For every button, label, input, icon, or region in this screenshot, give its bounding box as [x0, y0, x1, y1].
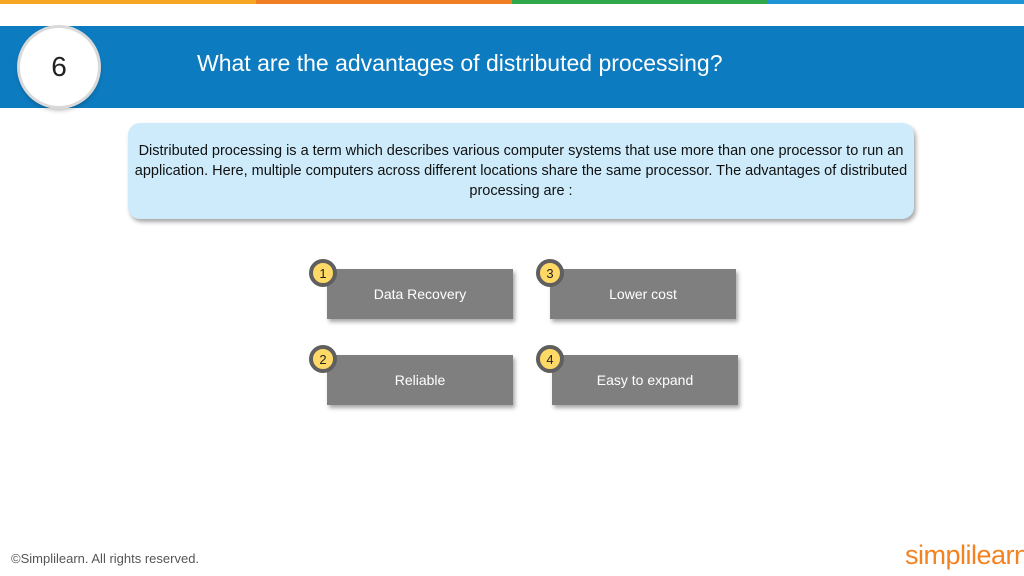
description-text: Distributed processing is a term which d…: [134, 143, 908, 199]
advantage-number-badge: 2: [309, 345, 337, 373]
advantage-card-lower-cost: Lower cost: [550, 269, 736, 319]
advantage-label: Data Recovery: [373, 286, 467, 302]
stripe-orange: [256, 0, 512, 4]
top-color-stripe: [0, 0, 1024, 4]
advantage-card-easy-to-expand: Easy to expand: [552, 355, 738, 405]
advantage-card-data-recovery: Data Recovery: [327, 269, 513, 319]
advantage-label: Lower cost: [609, 286, 677, 302]
logo-text: simplilearn: [905, 540, 1024, 570]
stripe-blue: [768, 0, 1024, 4]
slide-title: What are the advantages of distributed p…: [197, 50, 723, 76]
copyright-text: ©Simplilearn. All rights reserved.: [11, 551, 200, 566]
advantage-number-badge: 3: [536, 259, 564, 287]
stripe-green: [512, 0, 768, 4]
advantage-card-reliable: Reliable: [327, 355, 513, 405]
advantage-label: Reliable: [394, 372, 446, 388]
title-banner: [0, 26, 1024, 108]
simplilearn-logo: simplilearn: [905, 540, 1024, 571]
advantage-number-badge: 1: [309, 259, 337, 287]
stripe-yellow: [0, 0, 256, 4]
advantage-number-badge: 4: [536, 345, 564, 373]
description-box: Distributed processing is a term which d…: [128, 123, 914, 219]
advantage-label: Easy to expand: [596, 372, 694, 388]
slide-number-badge: 6: [20, 28, 98, 106]
